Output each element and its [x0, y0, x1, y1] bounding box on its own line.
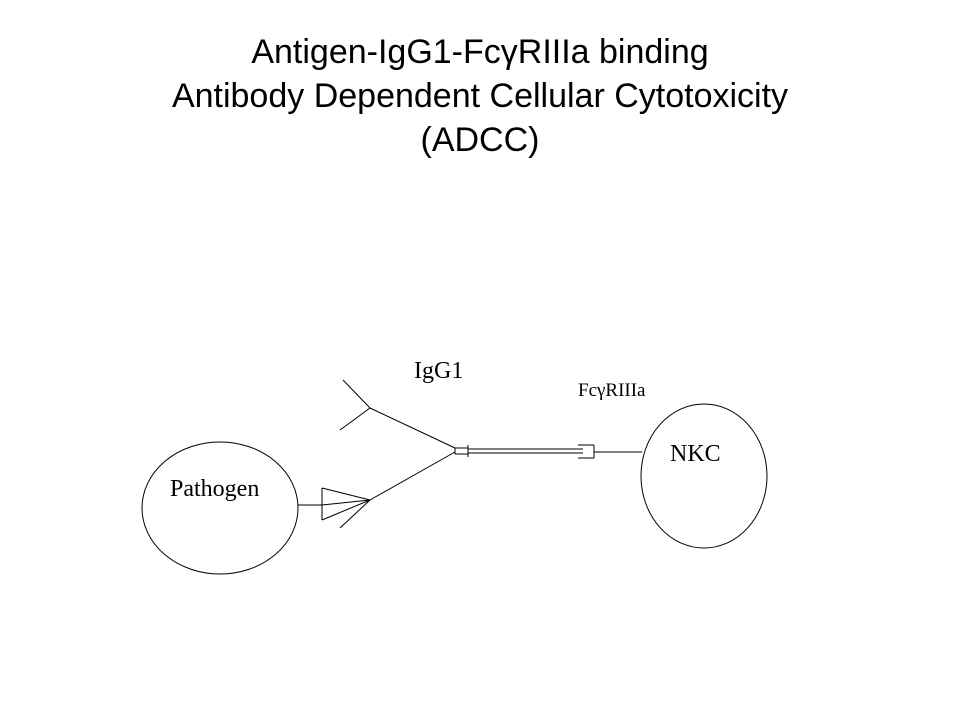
igg1-label: IgG1 — [414, 358, 463, 384]
title-line-1: Antigen-IgG1-FcγRIIIa binding — [251, 33, 709, 71]
antigen-marker — [298, 487, 371, 521]
nk-cell — [640, 403, 768, 549]
slide-title: Antigen-IgG1-FcγRIIIa binding Antibody D… — [0, 30, 960, 162]
nkc-label: NKC — [670, 441, 721, 467]
pathogen-cell — [141, 441, 299, 575]
pathogen-label: Pathogen — [170, 476, 259, 502]
fcgriiia-receptor — [578, 444, 642, 459]
igg1-antibody — [339, 379, 583, 529]
title-line-3: (ADCC) — [420, 121, 540, 159]
title-line-2: Antibody Dependent Cellular Cytotoxicity — [171, 77, 789, 115]
fcgriiia-label: FcγRIIIa — [578, 380, 646, 401]
